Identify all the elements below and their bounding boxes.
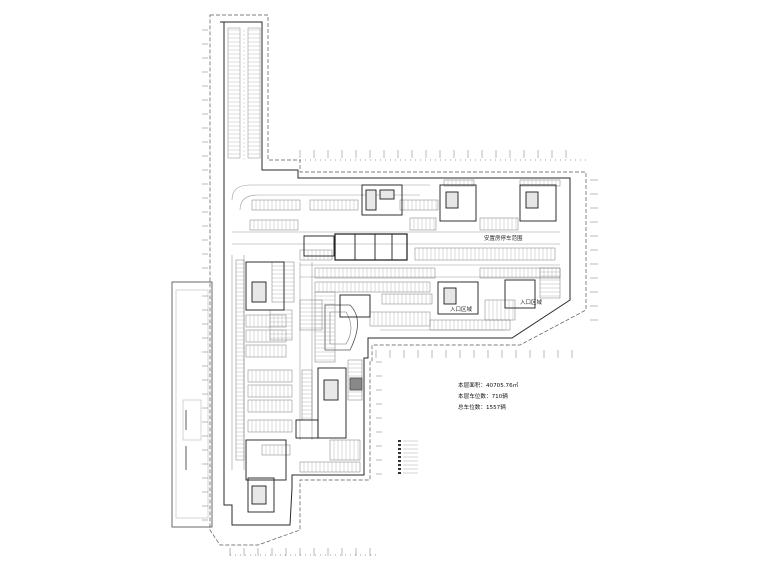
- stall-block: [251, 199, 301, 211]
- stall-block: [309, 199, 359, 211]
- legend-swatch: [398, 464, 401, 466]
- total-spaces-text: 总车位数：1557辆: [458, 405, 506, 411]
- stall-block: [479, 217, 519, 231]
- stall-block: [249, 219, 299, 231]
- parking-stall-blocks: [235, 179, 561, 473]
- property-boundary: [209, 14, 587, 546]
- stall-block: [299, 249, 333, 261]
- stall-block: [329, 439, 361, 461]
- stall-block: [247, 369, 293, 383]
- stall-block: [235, 259, 245, 461]
- drive-aisles: [231, 184, 560, 470]
- stall-block: [299, 299, 323, 331]
- stall-block: [409, 217, 437, 231]
- stall-block: [414, 247, 556, 261]
- stall-block: [271, 261, 295, 303]
- stall-block: [247, 384, 293, 398]
- building-outline: [220, 21, 571, 526]
- building-cores: [245, 184, 557, 513]
- stall-block: [539, 267, 561, 299]
- legend-swatch: [398, 456, 401, 458]
- stall-block: [429, 319, 511, 331]
- stall-block: [369, 311, 431, 327]
- legend-marks: [398, 440, 418, 474]
- legend-swatch: [398, 448, 401, 450]
- stall-block: [245, 344, 287, 358]
- stall-block: [269, 309, 293, 341]
- left-detached-building: [171, 281, 213, 528]
- legend-swatch: [398, 452, 401, 454]
- stall-block: [399, 199, 439, 211]
- zone-label-resettlement-parking: 安置房停车范围: [484, 236, 523, 242]
- floor-spaces-text: 本层车位数：710辆: [458, 394, 508, 400]
- zone-label-entrance-a: 入口区域: [450, 307, 473, 313]
- top-edge-rule: [230, 159, 586, 556]
- legend-swatch: [398, 460, 401, 462]
- stall-block: [381, 293, 433, 305]
- stall-block: [247, 399, 293, 413]
- stall-block: [245, 314, 287, 328]
- legend-swatch: [398, 440, 401, 442]
- stall-block: [314, 281, 431, 293]
- stall-block: [247, 419, 293, 433]
- dimension-ticks: [202, 29, 598, 556]
- floor-area-text: 本层面积：40705.76㎡: [458, 383, 519, 389]
- stall-block: [479, 267, 561, 279]
- zone-label-entrance-b: 入口区域: [520, 300, 543, 306]
- north-strip-parking: [227, 27, 261, 160]
- stall-block: [484, 299, 516, 321]
- legend-swatch: [398, 472, 401, 474]
- legend-swatch: [398, 468, 401, 470]
- stall-block: [299, 461, 361, 473]
- stall-block: [314, 267, 436, 279]
- north-strip-stall-lines: [228, 29, 260, 155]
- stall-block: [301, 369, 313, 421]
- legend-swatch: [398, 444, 401, 446]
